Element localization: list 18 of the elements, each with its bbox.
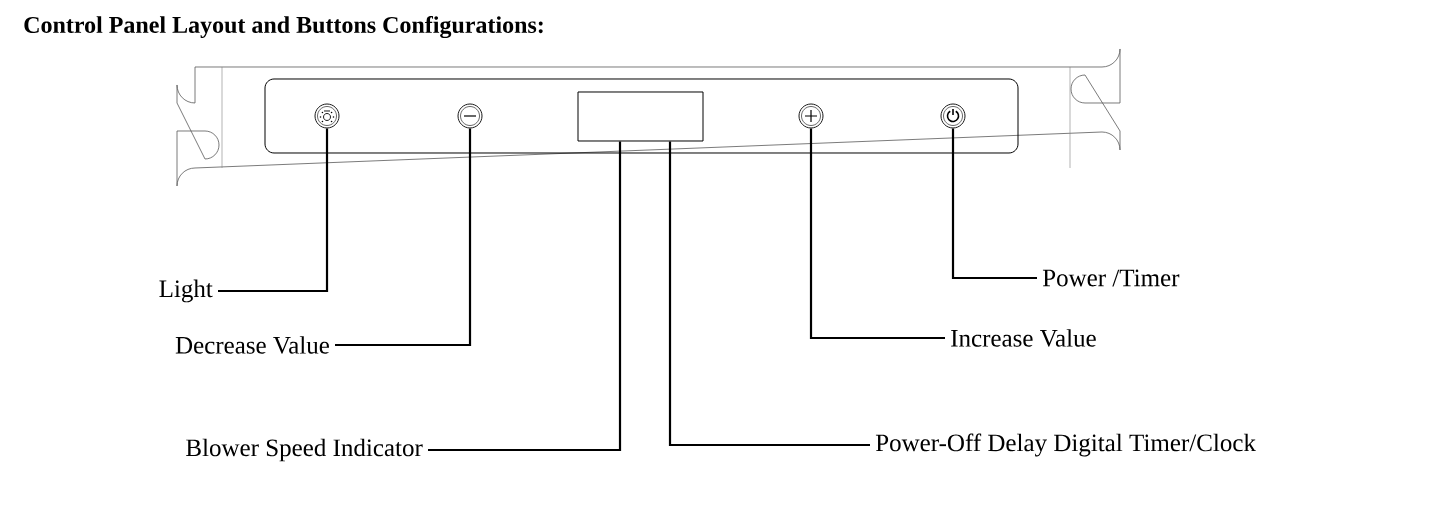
power-button [940, 103, 966, 129]
label-text: Light [159, 279, 213, 303]
label-text: Blower Speed Indicator [186, 438, 423, 462]
leader-line [809, 128, 945, 340]
leader-line [218, 128, 329, 293]
leader-line [668, 141, 870, 447]
label-text: Increase Value [951, 329, 1096, 347]
increase-button [798, 103, 824, 129]
leader-line [335, 128, 472, 347]
title: Control Panel Layout and Buttons Configurations: [24, 15, 543, 39]
label-text: Power-Off Delay Digital Timer/Clock [875, 433, 1256, 457]
label-text: Decrease Value [175, 336, 329, 354]
display-window [577, 91, 704, 142]
light-button [314, 103, 340, 129]
leader-line [951, 128, 1037, 280]
leader-line [428, 141, 622, 452]
label-text: Power /Timer [1042, 269, 1180, 287]
decrease-button [457, 103, 483, 129]
